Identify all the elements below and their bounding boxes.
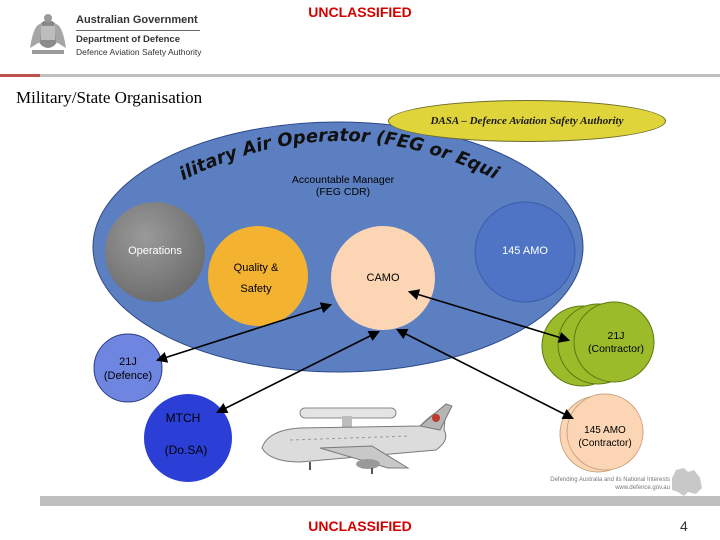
accountable-manager-subtitle: (FEG CDR) xyxy=(315,186,371,198)
operator-arc-label: Military Air Operator (FEG or Equiv) xyxy=(0,0,503,185)
coat-of-arms-icon xyxy=(30,14,66,54)
camo-label: CAMO xyxy=(366,272,400,284)
defence21j-label-line2: (Defence) xyxy=(103,370,153,382)
mtch-label-line1: MTCH xyxy=(165,411,201,425)
classification-footer: UNCLASSIFIED xyxy=(308,518,412,534)
australian-government-logo: Australian Government Department of Defe… xyxy=(22,10,202,66)
quality-safety-circle xyxy=(208,226,308,326)
dasa-label: DASA – Defence Aviation Safety Authority xyxy=(430,115,624,127)
operations-label: Operations xyxy=(128,245,182,257)
operations-circle xyxy=(105,202,205,302)
footer-tagline-line1: Defending Australia and its National Int… xyxy=(550,477,670,483)
mtch-circle xyxy=(144,394,232,482)
amo145-label: 145 AMO xyxy=(502,245,548,257)
mtch-label-line2: (Do.SA) xyxy=(164,443,208,457)
contractor21j-label-line2: (Contractor) xyxy=(587,343,644,355)
quality-label-line1: Quality & xyxy=(233,262,279,274)
footer-tagline: Defending Australia and its National Int… xyxy=(540,476,670,492)
arrow-camo-mtch xyxy=(215,330,381,414)
header-divider-accent xyxy=(0,74,40,77)
accountable-manager-label: Accountable Manager (FEG CDR) xyxy=(268,174,418,198)
organisation-title: Military/State Organisation xyxy=(16,88,203,107)
quality-label-line2: Safety xyxy=(240,283,272,295)
defence21j-label-line1: 21J xyxy=(119,356,137,368)
logo-divider xyxy=(76,30,200,31)
footer-divider xyxy=(40,496,720,506)
dasa-ellipse: DASA – Defence Aviation Safety Authority xyxy=(388,100,666,142)
aircraft-image xyxy=(261,403,453,474)
accountable-manager-title: Accountable Manager xyxy=(291,174,395,186)
amo145-contractor-circle-front xyxy=(566,393,644,471)
classification-header: UNCLASSIFIED xyxy=(308,4,412,20)
amo145-contractor-label-line1: 145 AMO xyxy=(584,425,626,436)
amo145-contractor-label-line2: (Contractor) xyxy=(578,438,632,449)
logo-line-authority: Defence Aviation Safety Authority xyxy=(76,47,202,57)
defence21j-circle xyxy=(93,333,163,403)
header-divider xyxy=(0,74,720,77)
footer-tagline-line2: www.defence.gov.au xyxy=(615,485,670,491)
arrow-camo-amo145-contractor xyxy=(396,328,574,420)
operator-arc-text: Military Air Operator (FEG or Equiv) xyxy=(0,0,503,185)
logo-line-government: Australian Government xyxy=(76,14,198,26)
page-number: 4 xyxy=(680,518,688,534)
contractor21j-circle-front xyxy=(573,301,655,383)
logo-line-department: Department of Defence xyxy=(76,34,180,45)
australia-map-icon xyxy=(672,468,702,496)
contractor21j-label-line1: 21J xyxy=(607,330,625,342)
